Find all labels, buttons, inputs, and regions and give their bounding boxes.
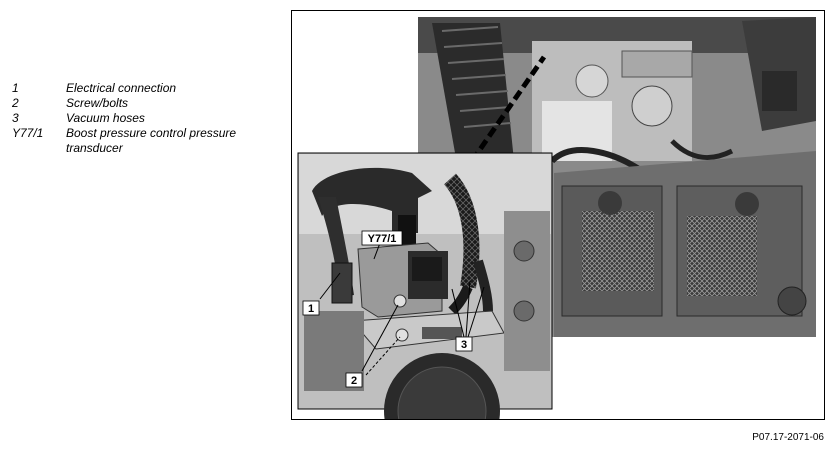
callout-leaders (319, 242, 485, 376)
callout-3-label: 3 (455, 336, 473, 352)
figure-reference-code: P07.17-2071-06 (752, 432, 824, 443)
callout-2-label: 2 (345, 372, 363, 388)
engine-illustration: Y77/1 1 2 3 (297, 17, 816, 451)
legend-item-number: 3 (12, 111, 19, 125)
legend-item-description: Vacuum hoses (66, 111, 145, 125)
callout-1-label: 1 (302, 300, 320, 316)
callout-3-text: 3 (461, 339, 467, 351)
legend-list: 1 Electrical connection 2 Screw/bolts 3 … (12, 81, 266, 156)
legend-item: 3 Vacuum hoses (12, 111, 266, 126)
legend-item-number: Y77/1 (12, 126, 44, 140)
callout-1-text: 1 (308, 303, 314, 315)
callout-2-text: 2 (351, 375, 357, 387)
callout-y77-text: Y77/1 (368, 233, 397, 245)
legend-item-description: Screw/bolts (66, 96, 129, 110)
zoom-leader-line (469, 55, 547, 163)
inset-closeup-photo (297, 152, 553, 451)
legend-item: 1 Electrical connection (12, 81, 266, 96)
callout-y77-label: Y77/1 (361, 230, 403, 246)
legend-item-number: 2 (12, 96, 19, 110)
legend-item-description: Boost pressure control pressure transduc… (66, 126, 237, 155)
legend-item-description: Electrical connection (66, 81, 177, 95)
legend-item-number: 1 (12, 81, 19, 95)
legend-item: Y77/1 Boost pressure control pressure tr… (12, 126, 266, 156)
engine-bay-photo (418, 17, 816, 337)
legend-item: 2 Screw/bolts (12, 96, 266, 111)
figure-frame: Y77/1 1 2 3 (291, 10, 825, 451)
